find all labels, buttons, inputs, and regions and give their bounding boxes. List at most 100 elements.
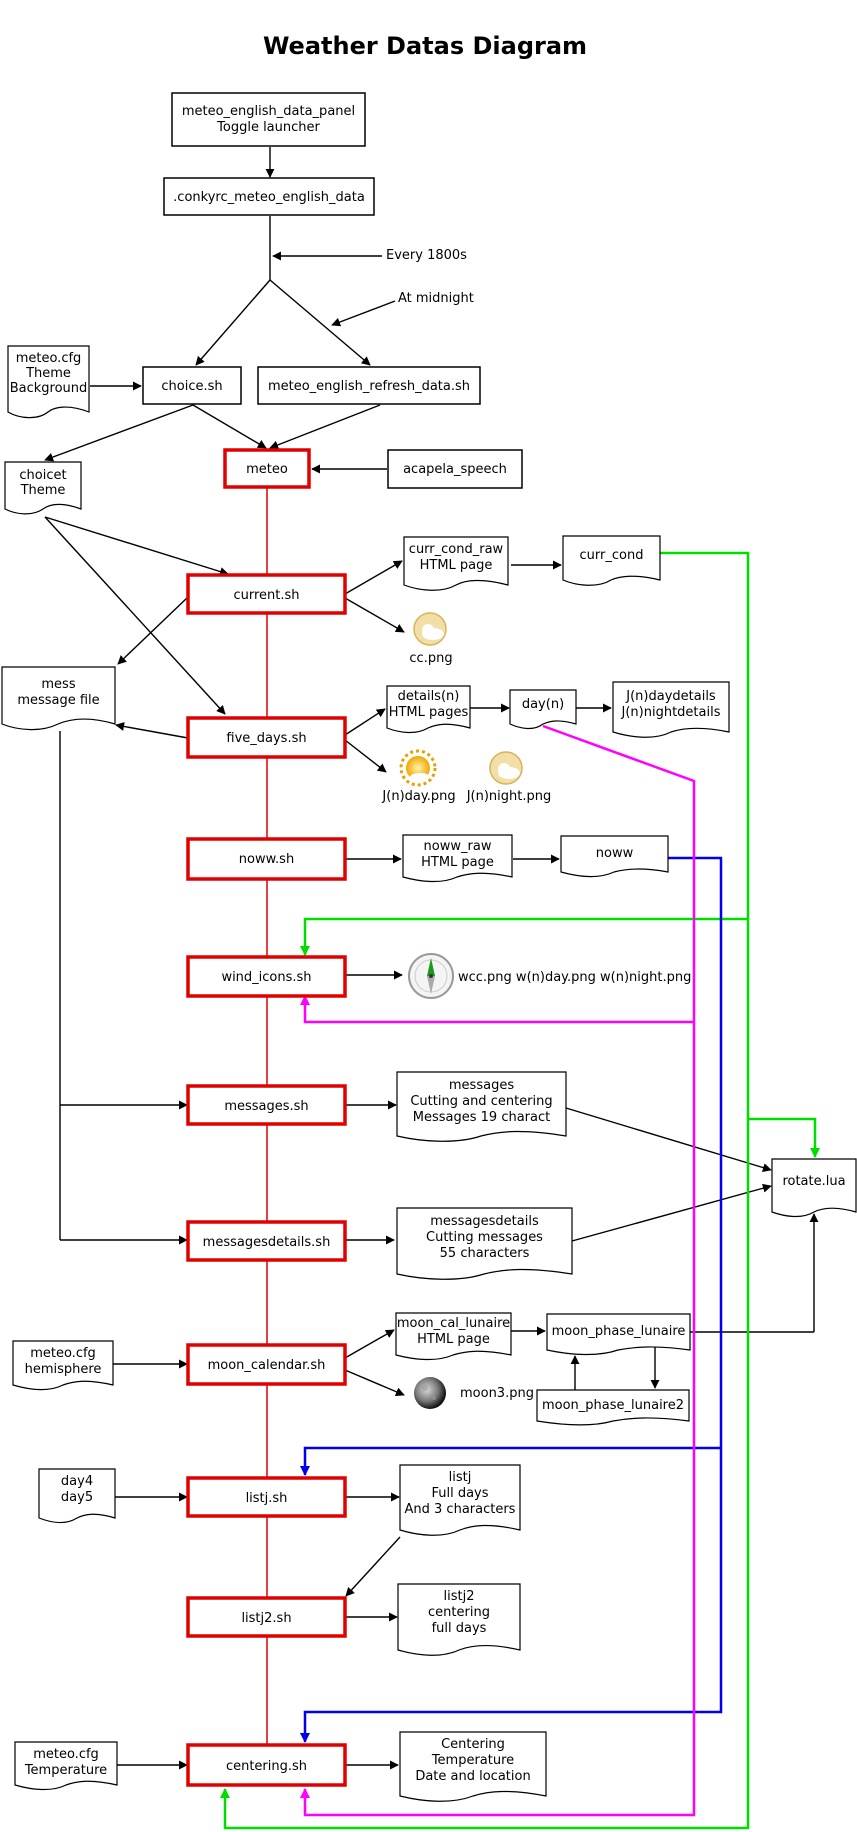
cloud-sun-icon (413, 612, 447, 646)
svg-text:Date and location: Date and location (415, 1769, 530, 1784)
svg-text:HTML pages: HTML pages (389, 705, 469, 720)
node-moon: moon_calendar.sh (186, 1343, 347, 1386)
svg-text:rotate.lua: rotate.lua (782, 1174, 845, 1189)
svg-text:five_days.sh: five_days.sh (226, 731, 306, 746)
node-mdetails: messagesdetails.sh (186, 1220, 347, 1262)
svg-text:Full days: Full days (431, 1486, 488, 1501)
svg-text:Centering: Centering (441, 1737, 505, 1752)
node-centering: centering.sh (186, 1743, 347, 1787)
svg-text:meteo_english_data_panel: meteo_english_data_panel (182, 104, 355, 119)
svg-text:HTML page: HTML page (421, 855, 494, 870)
doc-listj2file: listj2 centering full days (397, 1583, 521, 1656)
node-messages: messages.sh (186, 1084, 347, 1126)
svg-text:Theme: Theme (25, 366, 71, 381)
svg-text:wind_icons.sh: wind_icons.sh (221, 970, 311, 985)
svg-text:noww_raw: noww_raw (424, 839, 492, 854)
label-jnight-png: J(n)night.png (466, 789, 552, 804)
svg-text:details(n): details(n) (398, 689, 460, 704)
node-choice: choice.sh (142, 366, 242, 405)
svg-text:listj2: listj2 (444, 1589, 475, 1604)
svg-text:Temperature: Temperature (431, 1753, 514, 1768)
doc-cfg-temp: meteo.cfg Temperature (14, 1741, 118, 1791)
doc-ccraw: curr_cond_raw HTML page (403, 536, 509, 591)
svg-text:day4: day4 (61, 1474, 93, 1489)
svg-text:messages: messages (449, 1078, 514, 1093)
compass-icon (408, 953, 454, 999)
node-fivedays: five_days.sh (186, 716, 347, 759)
svg-text:meteo.cfg: meteo.cfg (30, 1346, 96, 1361)
svg-text:centering: centering (428, 1605, 490, 1620)
svg-text:Messages 19 charact: Messages 19 charact (413, 1110, 550, 1125)
label-moon3-png: moon3.png (460, 1386, 534, 1401)
svg-text:centering.sh: centering.sh (226, 1759, 307, 1774)
node-acapela: acapela_speech (387, 449, 523, 489)
svg-text:meteo_english_refresh_data.sh: meteo_english_refresh_data.sh (268, 379, 470, 394)
label-every-1800s: Every 1800s (386, 248, 467, 263)
svg-text:meteo: meteo (246, 462, 288, 477)
svg-text:mess: mess (41, 677, 75, 692)
svg-text:moon_calendar.sh: moon_calendar.sh (208, 1358, 326, 1373)
green-line (660, 551, 820, 1158)
svg-text:Theme: Theme (20, 483, 66, 498)
magenta-line-wind (300, 995, 694, 1024)
node-refresh: meteo_english_refresh_data.sh (257, 366, 481, 405)
doc-mooncal: moon_cal_lunaire HTML page (395, 1312, 512, 1361)
svg-text:listj: listj (449, 1470, 472, 1485)
svg-text:current.sh: current.sh (233, 588, 299, 603)
doc-cfg-theme: meteo.cfg Theme Background (7, 345, 90, 419)
svg-text:message file: message file (17, 693, 99, 708)
connectors (44, 147, 819, 1770)
node-noww: noww.sh (186, 837, 347, 881)
doc-mdetailsfile: messagesdetails Cutting messages 55 char… (396, 1207, 573, 1280)
svg-text:J(n)nightdetails: J(n)nightdetails (621, 705, 721, 720)
doc-centeringfile: Centering Temperature Date and location (399, 1731, 547, 1802)
svg-text:day5: day5 (61, 1490, 93, 1505)
svg-text:Toggle launcher: Toggle launcher (216, 120, 320, 135)
svg-text:noww: noww (596, 846, 634, 861)
node-meteo: meteo (223, 448, 311, 489)
doc-jdetails: J(n)daydetails J(n)nightdetails (612, 681, 730, 738)
doc-mess: mess message file (1, 666, 116, 731)
svg-text:moon_phase_lunaire2: moon_phase_lunaire2 (542, 1398, 684, 1413)
doc-choicet: choicet Theme (4, 461, 82, 515)
svg-text:curr_cond_raw: curr_cond_raw (409, 542, 504, 557)
doc-rotate: rotate.lua (771, 1158, 857, 1218)
cloud-moon-icon (489, 751, 523, 785)
svg-text:Background: Background (10, 381, 88, 396)
node-wind: wind_icons.sh (186, 955, 347, 998)
node-current: current.sh (186, 573, 347, 615)
svg-text:messagesdetails.sh: messagesdetails.sh (203, 1235, 331, 1250)
svg-text:meteo.cfg: meteo.cfg (16, 351, 82, 366)
node-listj2: listj2.sh (186, 1596, 347, 1638)
green-line-centering (220, 1119, 750, 1830)
svg-text:listj2.sh: listj2.sh (241, 1611, 291, 1626)
svg-text:Temperature: Temperature (24, 1763, 107, 1778)
doc-nowwfile: noww (560, 835, 669, 878)
svg-text:day(n): day(n) (522, 697, 564, 712)
svg-text:hemisphere: hemisphere (25, 1362, 102, 1377)
doc-details: details(n) HTML pages (386, 685, 471, 734)
label-cc-png: cc.png (409, 651, 452, 666)
doc-listjfile: listj Full days And 3 characters (399, 1464, 521, 1536)
svg-text:55 characters: 55 characters (440, 1246, 530, 1261)
sun-icon (399, 749, 437, 787)
svg-text:full days: full days (432, 1621, 487, 1636)
svg-text:choice.sh: choice.sh (161, 379, 222, 394)
doc-moonphase2: moon_phase_lunaire2 (536, 1389, 690, 1426)
label-at-midnight: At midnight (398, 291, 474, 306)
doc-day45: day4 day5 (38, 1468, 116, 1524)
svg-text:Cutting messages: Cutting messages (426, 1230, 543, 1245)
blue-line-listj (300, 1446, 721, 1476)
svg-text:curr_cond: curr_cond (580, 548, 644, 563)
label-wind-pngs: wcc.png w(n)day.png w(n)night.png (458, 970, 691, 985)
label-jday-png: J(n)day.png (381, 789, 455, 804)
svg-text:HTML page: HTML page (420, 558, 493, 573)
svg-text:HTML page: HTML page (417, 1332, 490, 1347)
node-conkyrc: .conkyrc_meteo_english_data (163, 177, 375, 216)
node-listj: listj.sh (186, 1476, 347, 1518)
green-line-wind (300, 917, 748, 956)
doc-messagesfile: messages Cutting and centering Messages … (396, 1071, 567, 1142)
svg-text:.conkyrc_meteo_english_data: .conkyrc_meteo_english_data (173, 190, 365, 205)
doc-nowwraw: noww_raw HTML page (402, 834, 513, 883)
